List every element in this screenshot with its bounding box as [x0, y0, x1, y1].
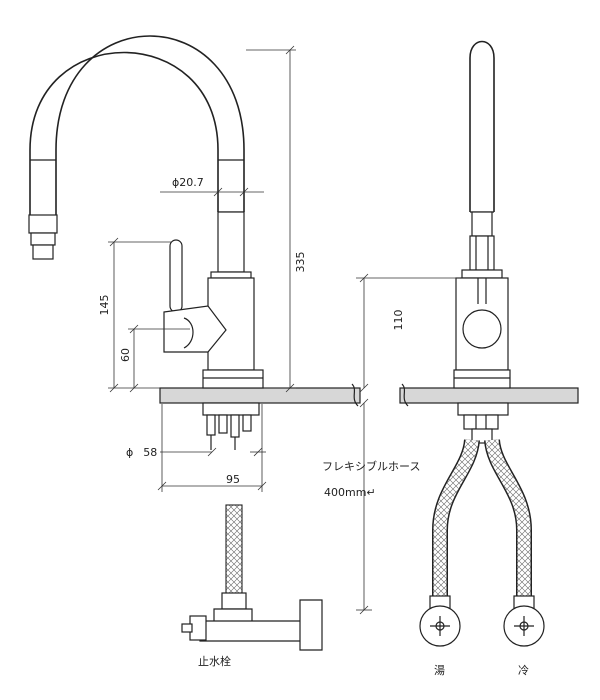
dim-handle-60: 60: [119, 324, 190, 393]
under-counter-fittings: [202, 402, 260, 450]
counter-top-side: [159, 387, 361, 404]
gooseneck-spout: [29, 51, 219, 215]
dim-width-95-label: 95: [226, 473, 240, 486]
dim-handle-145: 145: [98, 237, 172, 393]
flexible-hoses-front: [432, 438, 532, 600]
dim-base-58: ϕ 58: [126, 404, 266, 492]
handle-front: [462, 309, 502, 349]
dim-spout-diameter-symbol: ϕ: [172, 176, 179, 189]
stop-valve-assembly: [181, 592, 323, 651]
spout-nozzle: [28, 214, 58, 260]
flexible-hose-side: [225, 504, 243, 606]
dim-spout-diameter-value: 20.7: [179, 176, 204, 189]
counter-top-front: [399, 387, 579, 404]
dim-base-58-symbol: ϕ: [126, 446, 133, 459]
stop-valve-label: 止水栓: [198, 654, 231, 668]
dim-handle-60-label: 60: [119, 348, 132, 362]
hose-name-label: フレキシブルホース: [322, 459, 420, 473]
cold-valve: [503, 595, 545, 647]
hot-label: 湯: [434, 664, 445, 677]
dim-width-95: 95: [157, 473, 267, 491]
handle-lever: [163, 239, 227, 353]
svg-text:ϕ58: ϕ 58: [126, 446, 157, 459]
dim-handle-145-label: 145: [98, 295, 111, 316]
spout-front: [469, 40, 495, 212]
dim-height-335: 335: [246, 45, 307, 393]
hot-valve: [419, 595, 461, 647]
front-view: 湯 冷: [399, 40, 579, 677]
cold-label: 冷: [518, 664, 529, 677]
dim-base-58-value: 58: [143, 446, 157, 459]
dim-spout-diameter: ϕ20.7: [160, 176, 264, 197]
dim-height-335-label: 335: [294, 252, 307, 273]
dim-body-110: 110: [356, 273, 460, 393]
dim-hose-400: フレキシブルホース 400mm↵: [322, 398, 420, 615]
dim-body-110-label: 110: [392, 310, 405, 331]
side-view: 335 ϕ20.7 145 60: [28, 35, 361, 668]
svg-text:ϕ20.7: ϕ20.7: [172, 176, 204, 189]
hose-length-label: 400mm↵: [324, 486, 376, 499]
faucet-body-front: [453, 269, 511, 389]
